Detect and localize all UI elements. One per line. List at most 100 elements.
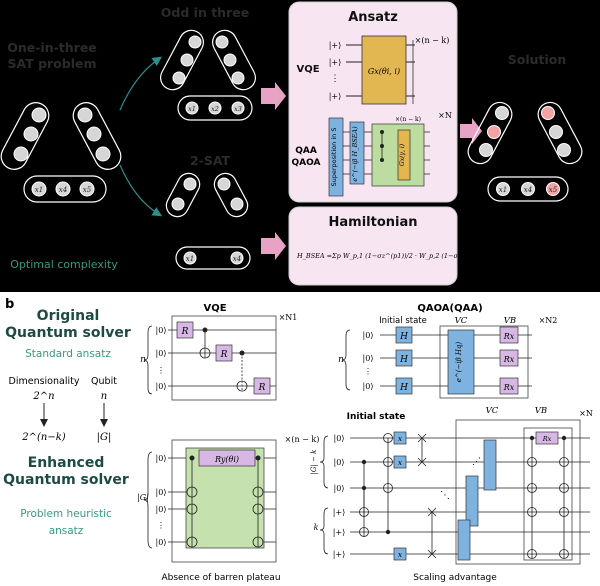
ansatz-title: Ansatz xyxy=(348,10,398,25)
qaoa-ket0-2: |0⟩ xyxy=(363,354,374,363)
enh2-x-gate-2 xyxy=(393,455,407,469)
vqe-n-label: n xyxy=(140,355,146,365)
odd-node-x2: x2 xyxy=(211,105,219,113)
enh2-vb-frame xyxy=(523,427,573,561)
evolution-gate xyxy=(349,121,365,185)
vqe-gate-r1-label: R xyxy=(181,327,189,337)
vqe-repeat: ×N1 xyxy=(279,313,298,322)
left-title-line1: One-in-three xyxy=(7,40,97,55)
gate-gx-theta xyxy=(361,35,407,105)
ansatz-controls xyxy=(380,130,384,162)
vqe-ket0-2: |0⟩ xyxy=(156,349,167,358)
enh2-x-gate-3-label: x xyxy=(398,550,403,559)
enh-control-left xyxy=(189,455,195,461)
solution-title: Solution xyxy=(508,52,567,67)
odd-node-x3: x3 xyxy=(234,105,242,113)
pink-arrow-hamiltonian xyxy=(261,232,286,260)
ansatz-repeat-n: ×N xyxy=(438,111,452,120)
left-node-x1: x1 xyxy=(35,186,43,194)
qaoa-h-3-label: H xyxy=(399,383,408,393)
enh2-vb-control-right xyxy=(561,435,567,441)
enh2-vc-gate-1 xyxy=(465,475,479,527)
superposition-label: Superposition in S xyxy=(330,128,338,187)
qaoa-vdots: ⋮ xyxy=(364,367,372,376)
enh2-ketp-1: |+⟩ xyxy=(333,508,346,517)
enh-ket0-4: |0⟩ xyxy=(156,538,167,547)
qaoa-title: QAOA(QAA) xyxy=(417,303,482,314)
twosat-graph-nodes xyxy=(171,177,244,265)
qaoa-vb: VB xyxy=(504,316,516,326)
vqe-title: VQE xyxy=(203,303,226,314)
panel-b-label: b xyxy=(5,297,14,312)
qaoa-n-label: n xyxy=(338,355,344,365)
solution-graph xyxy=(467,101,583,202)
ansatz-repeat-nk: ×(n − k) xyxy=(415,36,450,45)
dimensionality-label: Dimensionality xyxy=(9,376,80,387)
enh2-brace-bottom xyxy=(319,507,329,555)
enh2-swaps xyxy=(417,433,437,559)
qaoa-rx-2-label: Rx xyxy=(503,355,515,364)
enh2-diag-dots: ⋱ xyxy=(440,490,450,501)
enh2-ket0-1: |0⟩ xyxy=(334,434,345,443)
qaoa-initial-state: Initial state xyxy=(379,316,427,326)
scaling-label: Scaling advantage xyxy=(413,573,497,583)
qaoa-rx-3 xyxy=(499,377,519,395)
gate-gx-gamma xyxy=(397,129,411,181)
enh-vdots: ⋮ xyxy=(157,521,165,530)
enh2-vb-rx-gate xyxy=(535,431,559,445)
enhanced-line2: Quantum solver xyxy=(3,472,129,488)
qaoa-vc: VC xyxy=(455,316,468,326)
vqe-vdots: ⋮ xyxy=(157,366,165,375)
vqe-gate-r2-label: R xyxy=(220,350,228,360)
ansatz-ket-plus-2: |+⟩ xyxy=(329,58,342,67)
enh-controlled-gates xyxy=(186,458,264,548)
enh2-controls xyxy=(361,459,391,535)
enh-ket0-2: |0⟩ xyxy=(156,488,167,497)
vqe-gate-r2 xyxy=(215,344,233,362)
qaoa-repeat: ×N2 xyxy=(539,316,558,325)
vqe-gate-r1 xyxy=(176,321,194,339)
ansatz-ket-plus-1: |+⟩ xyxy=(329,41,342,50)
vqe-frame xyxy=(171,315,277,401)
hamiltonian-title: Hamiltonian xyxy=(329,215,418,230)
enh2-x-gate-1-label: x xyxy=(398,434,403,443)
qaoa-rx-3-label: Rx xyxy=(503,383,515,392)
superposition-gate xyxy=(328,117,344,197)
odd-graph xyxy=(160,29,256,121)
qaoa-h-3 xyxy=(395,377,413,395)
solution-node-x4: x4 xyxy=(524,186,532,194)
ansatz-inner-repeat: ×(n − k) xyxy=(395,116,421,123)
twosat-graph xyxy=(165,172,251,270)
qaoa-rx-1 xyxy=(499,326,519,344)
vqe-gate-r3 xyxy=(253,377,271,395)
enh-ket0-1: |0⟩ xyxy=(156,454,167,463)
qubit-value: n xyxy=(101,391,107,402)
vqe-target-2 xyxy=(236,380,248,392)
odd-graph-nodes xyxy=(172,35,245,115)
odd-title: Odd in three xyxy=(161,5,249,20)
twosat-node-x4: x4 xyxy=(233,255,241,263)
arrow-to-twosat xyxy=(119,164,163,217)
enh2-vb: VB xyxy=(535,406,547,416)
enh2-initial-state: Initial state xyxy=(347,412,406,422)
qaoa-ket0-1: |0⟩ xyxy=(363,331,374,340)
pink-arrow-ansatz xyxy=(261,82,286,110)
enh2-vb-rx-label: Rx xyxy=(542,435,552,443)
enh2-ket0-2: |0⟩ xyxy=(334,458,345,467)
hamiltonian-lhs: H_BSEA = xyxy=(296,252,332,260)
enh2-ket0-3: |0⟩ xyxy=(334,484,345,493)
qaoa-rx-1-label: Rx xyxy=(503,332,515,341)
qubit-reduced: |G| xyxy=(97,432,112,443)
ansatz-vdots: ⋮ xyxy=(331,74,340,84)
heuristic-line2: ansatz xyxy=(49,525,84,537)
enh-brace xyxy=(143,451,153,549)
gate-gx-theta-label: Gx(θi, i) xyxy=(368,67,400,76)
twosat-node-x1: x1 xyxy=(186,255,194,263)
enh2-frame xyxy=(455,419,581,565)
hamiltonian-rhs: Σp W_p,1 (1−σz^(p1))/2 · W_p,2 (1−σz^(p2… xyxy=(331,252,489,260)
qubit-label: Qubit xyxy=(91,376,117,387)
heuristic-line1: Problem heuristic xyxy=(20,508,112,520)
enhanced-line1: Enhanced xyxy=(28,455,105,471)
solution-node-x1: x1 xyxy=(499,186,507,194)
